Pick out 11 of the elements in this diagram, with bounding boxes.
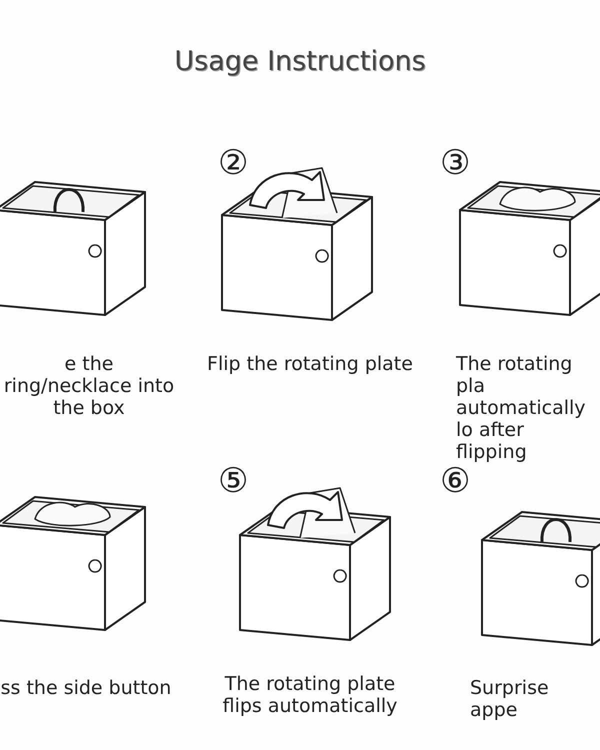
step-number: ② [218,144,250,182]
instruction-text: ss the side button [0,677,172,699]
instruction-text: The rotating pla automatically lo after flipping [456,353,587,463]
step-number: ⑥ [440,462,470,500]
instruction-text: The rotating plate flips automatically [222,673,398,717]
step-number: ⑤ [218,462,250,500]
instruction-text: e the ring/necklace into the box [2,353,176,419]
instruction-text: Surprise appe [470,677,550,721]
step-number: ③ [440,144,472,182]
instruction-text: Flip the rotating plate [206,353,414,375]
title: Usage Instructions [173,46,427,77]
